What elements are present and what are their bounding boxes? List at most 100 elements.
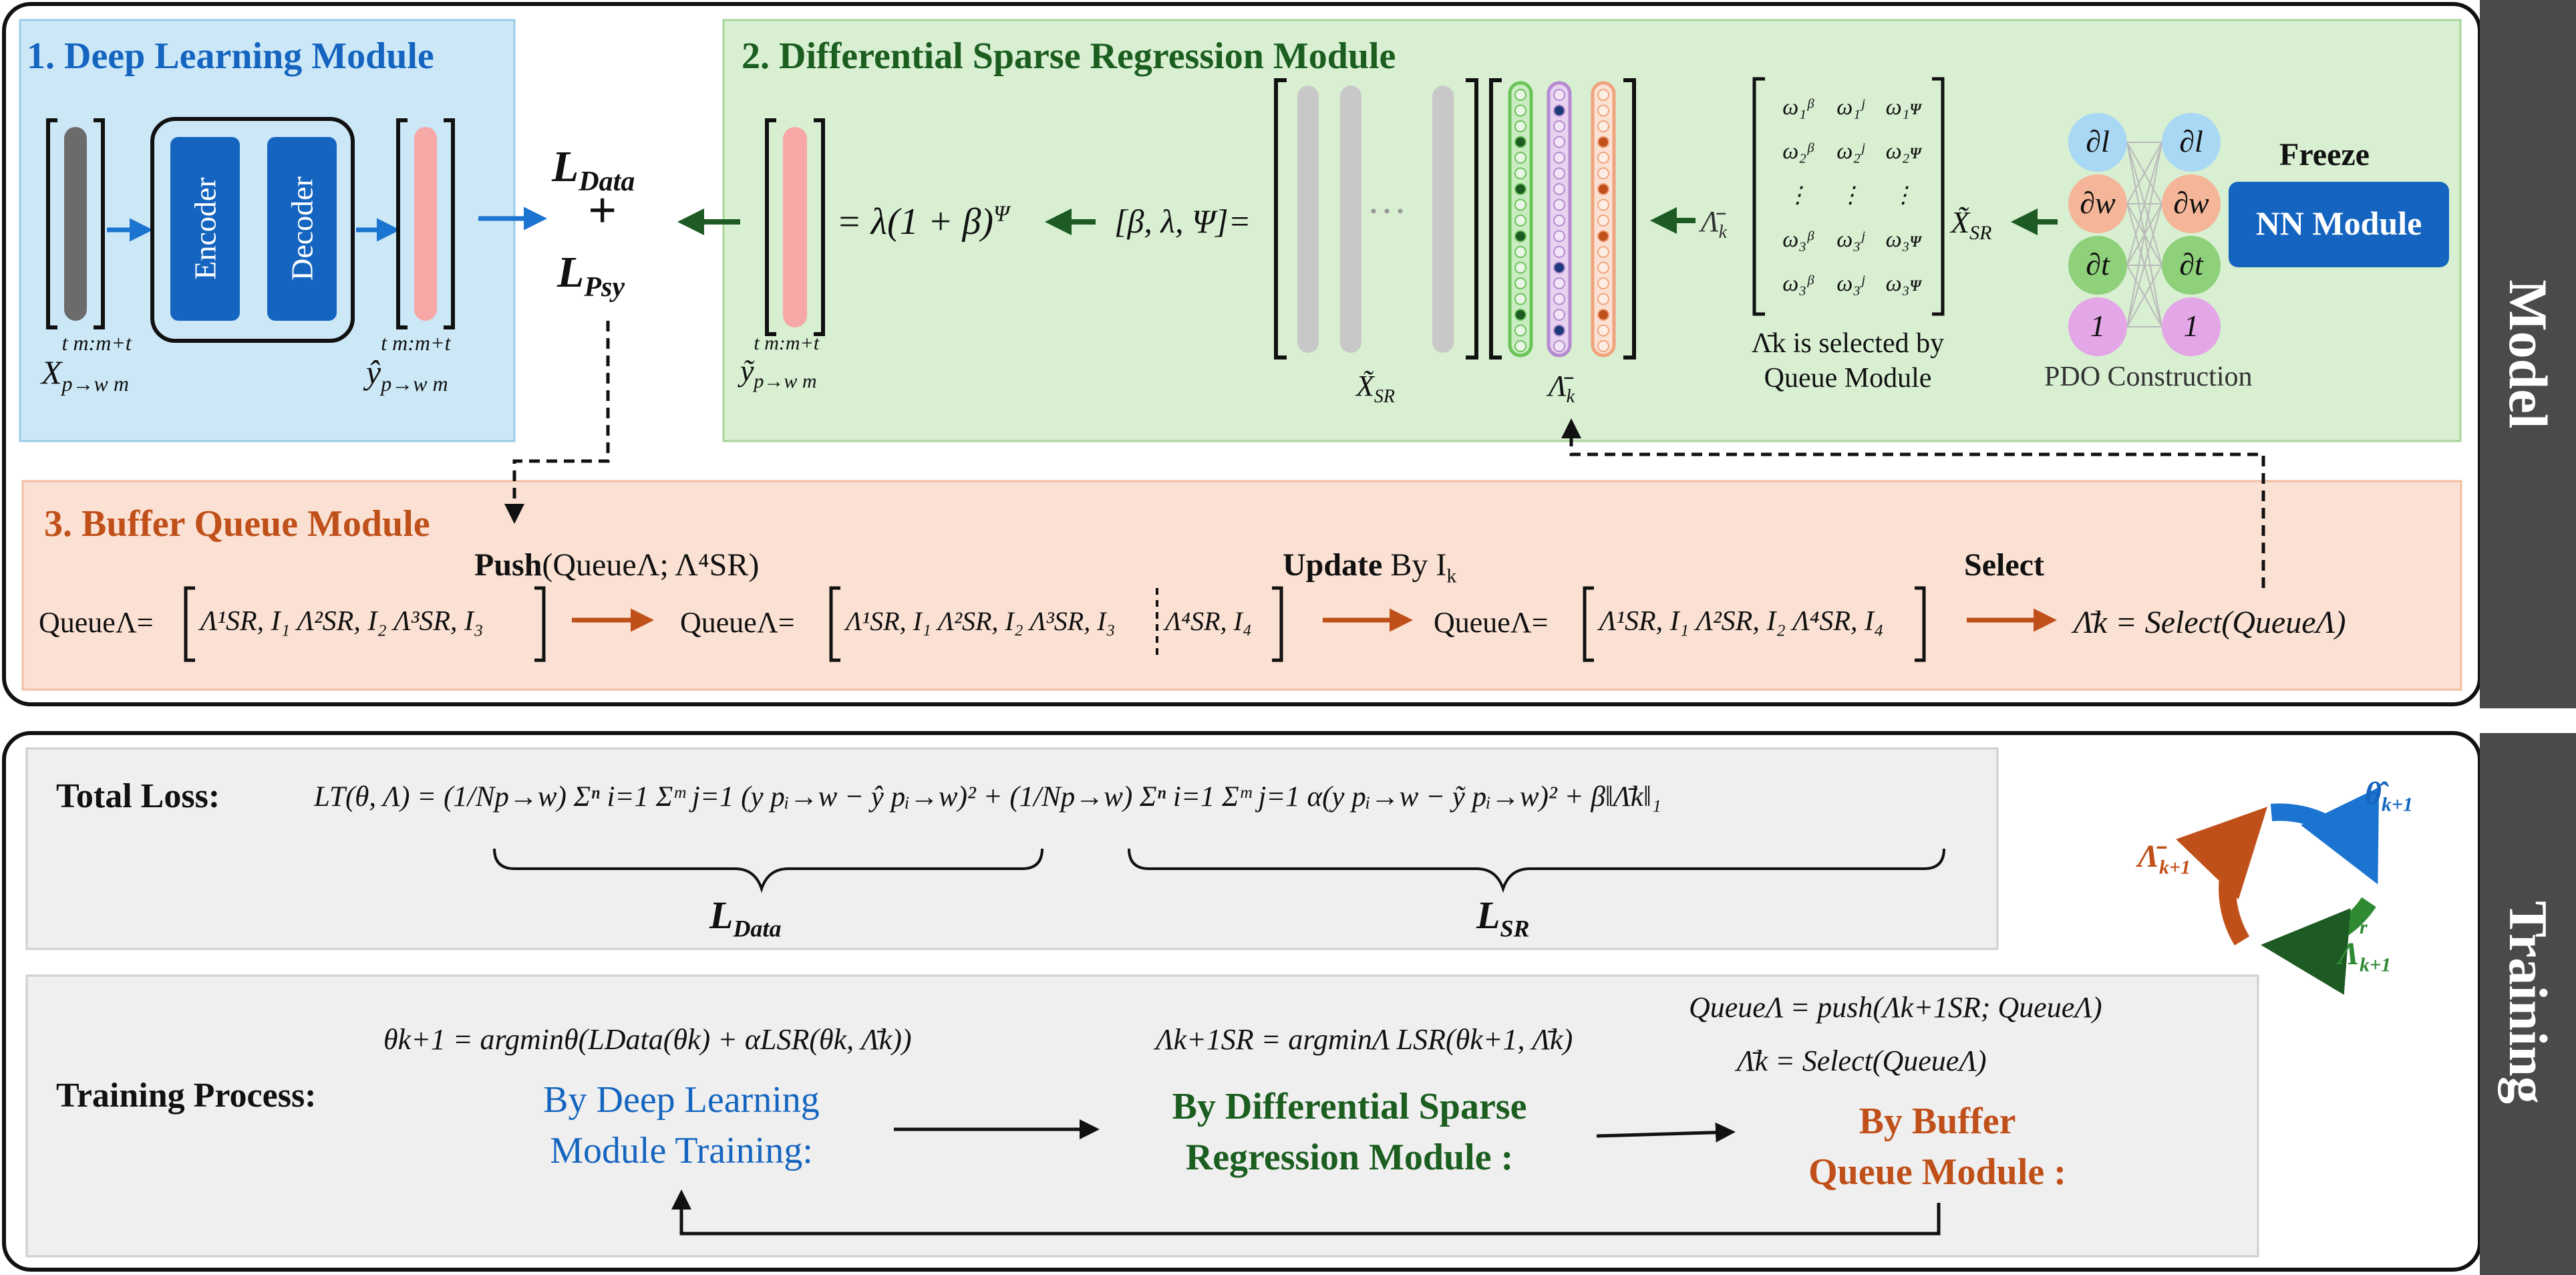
lambda-dot: [1514, 246, 1526, 258]
queue-select-equation: Λ̄k = Select(QueueΛ): [1737, 1044, 1987, 1077]
pdo-node-dl-2: [2162, 113, 2221, 172]
pdo-node-label: ∂t: [2086, 247, 2110, 281]
lambda-dot: [1597, 277, 1609, 289]
lambda-dot: [1553, 104, 1565, 117]
lambda-caption: Λ̄k: [1549, 370, 1575, 407]
deep-learning-title: 1. Deep Learning Module: [27, 35, 434, 77]
lambda-dot: [1553, 277, 1565, 289]
selected-note-line2: Queue Module: [1764, 363, 1932, 394]
lambda-dot: [1597, 89, 1609, 101]
lambda-update-equation: Λk+1SR = argminΛ LSR(θk+1, Λ̄k): [1156, 1023, 1573, 1056]
xsr-bracket-right: [1466, 78, 1478, 360]
pdo-node-label: ∂w: [2173, 186, 2209, 220]
xsr-column-3: [1432, 86, 1454, 353]
lambda-dot: [1597, 167, 1609, 180]
lambda-dot: [1553, 89, 1565, 101]
omega-matrix-cell: ω₁ᵝ: [1782, 95, 1813, 120]
queue2-bracket-left: [829, 586, 840, 662]
omega-matrix-row: ω₃ᵝ ω₃ʲ ω₃ᴪ: [1772, 218, 1929, 262]
lambda-dot: [1597, 152, 1609, 164]
cycle-theta-label: θ̂k+1: [2365, 776, 2414, 816]
l-data-brace-label: LData: [709, 893, 782, 942]
queue1-bracket-left: [184, 586, 195, 662]
l-data-brace: [493, 848, 1043, 893]
omega-matrix-cell: ω₁ʲ: [1836, 95, 1865, 120]
ytilde-bracket-right: [814, 118, 825, 336]
omega-matrix-cell: ω₃ʲ: [1836, 227, 1865, 252]
pdo-node-label: ∂l: [2179, 124, 2203, 158]
pdo-connection: [2126, 203, 2162, 327]
lambda-dot: [1597, 104, 1609, 117]
pdo-connection: [2126, 142, 2162, 327]
ytilde-vector: [783, 127, 807, 327]
lambda-dot: [1553, 183, 1565, 195]
lambda-dot: [1514, 340, 1526, 352]
side-label-model: Model: [2498, 279, 2559, 429]
xsr-ellipsis: ···: [1367, 189, 1407, 233]
omega-matrix-cell: ω₂ᵝ: [1782, 139, 1813, 164]
queue2-extra: Λ⁴SR, I₄: [1165, 606, 1252, 636]
lambda-dot: [1553, 167, 1565, 180]
cycle-lambda-label: Λ̄k+1: [2138, 839, 2191, 879]
pdo-node-one-2: [2162, 297, 2221, 356]
step2-line2: Regression Module :: [1185, 1137, 1514, 1178]
encoder-decoder-frame: [150, 117, 355, 343]
queue-push-equation: QueueΛ = push(Λk+1SR; QueueΛ): [1689, 991, 2102, 1024]
omega-matrix-cell: ω₃ᵝ: [1782, 227, 1813, 252]
omega-matrix-cell: ⋮: [1892, 183, 1915, 208]
lambda-bracket-left: [1489, 78, 1502, 360]
lambda-dot: [1514, 324, 1526, 337]
xsr-bracket-left: [1274, 78, 1287, 360]
queue3-items: Λ¹SR, I₁ Λ²SR, I₂ Λ⁴SR, I₄: [1599, 606, 1884, 637]
lambda-dot: [1514, 104, 1526, 117]
output-bracket-left: [396, 118, 408, 329]
encoder-block: [170, 137, 240, 321]
queue2-bracket-right: [1272, 586, 1283, 662]
lambda-dot: [1553, 198, 1565, 211]
total-loss-panel: [25, 747, 1999, 950]
training-process-panel: [25, 974, 2259, 1258]
lambda-beta-equation: = λ(1 + β)Ψ: [836, 201, 1009, 243]
lambda-dot: [1597, 198, 1609, 211]
lambda-dot: [1514, 120, 1526, 132]
queue3-prefix: QueueΛ=: [1434, 606, 1549, 639]
lambda-dot: [1514, 152, 1526, 164]
queue2-items: Λ¹SR, I₁ Λ²SR, I₂ Λ³SR, I₃: [846, 606, 1116, 636]
lambda-coefficient-dots: [1514, 89, 1609, 352]
buffer-queue-title: 3. Buffer Queue Module: [44, 503, 430, 545]
step2-line1: By Differential Sparse: [1172, 1086, 1527, 1127]
input-vector: [64, 127, 87, 321]
omega-matrix-row: ⋮⋮⋮: [1772, 174, 1929, 218]
queue2-prefix: QueueΛ=: [680, 606, 795, 639]
output-vector: [414, 127, 437, 321]
input-bracket-right: [94, 118, 105, 329]
lambda-dot: [1514, 230, 1526, 243]
input-bracket-left: [46, 118, 57, 329]
omega-matrix-cell: ω₂ᴪ: [1885, 139, 1921, 164]
l-data-label: LData: [552, 142, 635, 198]
lambda-dot: [1597, 246, 1609, 258]
xsr-caption: X̃SR: [1356, 370, 1395, 407]
encoder-label: Encoder: [188, 177, 222, 280]
model-side-band: [2480, 0, 2576, 708]
pdo-node-dt-2: [2162, 236, 2221, 295]
lambda-dot: [1553, 246, 1565, 258]
lambda-dot: [1553, 215, 1565, 227]
lambda-dot: [1553, 324, 1565, 337]
select-result: Λ̄k = Select(QueueΛ): [2074, 605, 2346, 640]
pdo-connection: [2126, 265, 2162, 327]
omega-matrix-cell: ω₃ᴪ: [1885, 227, 1921, 252]
pdo-caption: PDO Construction: [2044, 362, 2253, 392]
pdo-node-dl-1: [2068, 113, 2127, 172]
nn-module-label: NN Module: [2255, 204, 2422, 242]
training-side-band: [2480, 733, 2576, 1275]
total-loss-formula: LT(θ, Λ) = (1/Np→w) Σⁿ i=1 Σᵐ j=1 (y pᵢ→…: [314, 781, 1661, 813]
sparse-regression-title: 2. Differential Sparse Regression Module: [742, 35, 1396, 77]
push-label: Push(QueueΛ; Λ⁴SR): [474, 547, 760, 583]
pdo-network-connections: [2126, 142, 2162, 327]
